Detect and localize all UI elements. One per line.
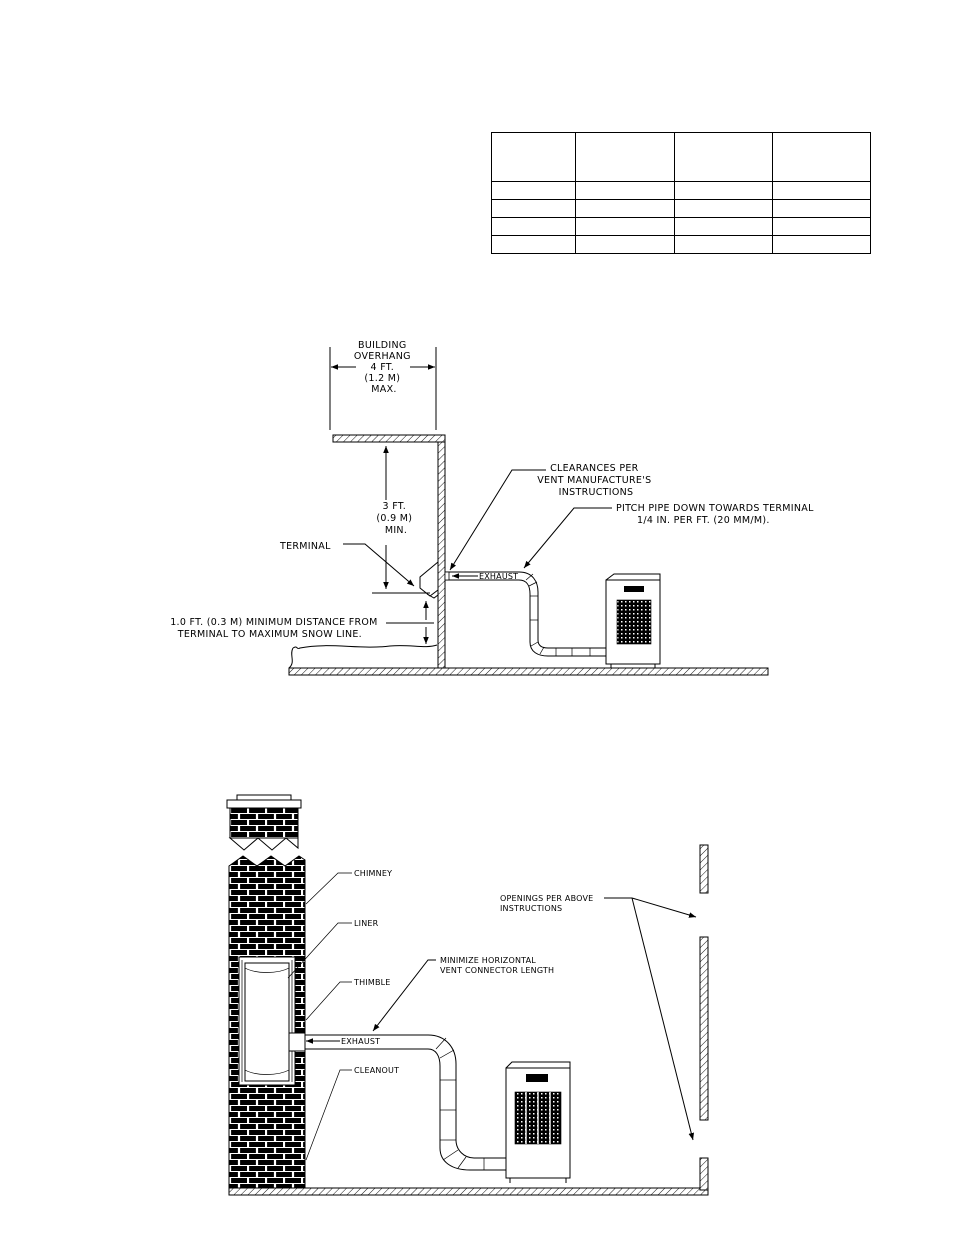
pipe-joint (539, 646, 545, 655)
minimize-leader (372, 959, 436, 1032)
chimney-vent-diagram: EXHAUST CHIMNEY LINER (226, 794, 709, 1196)
snow-label-line: TERMINAL TO MAXIMUM SNOW LINE. (177, 629, 362, 640)
vent-terminal (419, 561, 439, 597)
overhang-label-line: BUILDING (358, 340, 407, 351)
break-line (228, 837, 299, 851)
overhang-label: BUILDING OVERHANG 4 FT. (1.2 M) MAX. (354, 340, 414, 395)
flue-liner (238, 956, 296, 1086)
pipe-joint (439, 1049, 455, 1059)
table-row (490, 217, 872, 236)
heater-top (505, 1061, 571, 1069)
wall-segment-bottom (699, 1157, 709, 1191)
wall-segment-top (699, 844, 709, 894)
wall-segment-middle (699, 936, 709, 1121)
building-overhang (332, 434, 446, 443)
pitch-leader (523, 507, 612, 569)
clearance-label-line: MIN. (385, 525, 407, 536)
clearances-label-line: VENT MANUFACTURE'S (537, 475, 651, 486)
heater-logo (624, 586, 644, 592)
thimble (288, 1032, 306, 1052)
snow-line (292, 644, 438, 649)
table-row (490, 181, 872, 200)
pipe-joint (525, 573, 534, 581)
snow-distance-label: 1.0 FT. (0.3 M) MINIMUM DISTANCE FROM TE… (170, 617, 381, 640)
minimize-label-line: MINIMIZE HORIZONTAL (440, 956, 536, 965)
table-cell (771, 235, 872, 254)
openings-label: OPENINGS PER ABOVE INSTRUCTIONS (500, 894, 596, 913)
pitch-label-line: PITCH PIPE DOWN TOWARDS TERMINAL (616, 503, 814, 514)
pipe-joint (530, 641, 539, 647)
chimney-label: CHIMNEY (354, 869, 392, 878)
pitch-label-line: 1/4 IN. PER FT. (20 MM/M). (637, 515, 770, 526)
heater-unit (505, 1061, 571, 1183)
openings-arrow-lower (631, 897, 695, 1141)
overhang-label-line: OVERHANG (354, 351, 411, 362)
exhaust-label: EXHAUST (479, 572, 518, 581)
overhang-label-line: 4 FT. (371, 362, 395, 373)
heater-top (605, 573, 661, 581)
heater-logo (526, 1074, 548, 1082)
chimney-cap (226, 794, 302, 851)
minimize-label: MINIMIZE HORIZONTAL VENT CONNECTOR LENGT… (440, 956, 554, 975)
heater-unit (605, 573, 661, 668)
exhaust-label: EXHAUST (341, 1037, 380, 1046)
openings-label-line: INSTRUCTIONS (500, 904, 562, 913)
table-cell (490, 132, 577, 182)
cleanout-label: CLEANOUT (354, 1066, 399, 1075)
vent-spec-table (490, 132, 872, 254)
clearances-label-line: CLEARANCES PER (550, 463, 639, 474)
clearances-leader (449, 469, 546, 571)
connector-pipe-bottom (305, 1048, 506, 1171)
pipe-joint (457, 1156, 467, 1169)
thimble-leader (305, 981, 352, 1021)
openings-label-line: OPENINGS PER ABOVE (500, 894, 593, 903)
exhaust-pipe-top (445, 571, 606, 649)
heater-grille (616, 599, 652, 645)
overhang-label-line: (1.2 M) (364, 373, 400, 384)
floor-slab (228, 1187, 709, 1196)
table-row (490, 235, 872, 254)
clearance-label-line: 3 FT. (383, 501, 407, 512)
pipe-joint (442, 1149, 459, 1161)
minimize-label-line: VENT CONNECTOR LENGTH (440, 966, 554, 975)
wall-collar (444, 571, 450, 581)
snow-label-line: 1.0 FT. (0.3 M) MINIMUM DISTANCE FROM (170, 617, 377, 628)
terminal-label: TERMINAL (279, 541, 331, 552)
liner-label: LINER (354, 919, 379, 928)
pitch-label: PITCH PIPE DOWN TOWARDS TERMINAL 1/4 IN.… (616, 503, 817, 526)
pipe-joint (528, 581, 538, 587)
connector-pipe-top (305, 1034, 506, 1159)
building-wall (437, 441, 446, 676)
liner-leader (287, 922, 352, 979)
ground-slab (288, 667, 769, 676)
snow-edge (288, 647, 294, 669)
overhang-label-line: MAX. (371, 384, 396, 395)
clearances-label: CLEARANCES PER VENT MANUFACTURE'S INSTRU… (537, 463, 654, 498)
terminal-leader (343, 543, 415, 587)
sidewall-vent-diagram: BUILDING OVERHANG 4 FT. (1.2 M) MAX. 3 F… (170, 340, 817, 676)
clearance-3ft-label: 3 FT. (0.9 M) MIN. (376, 501, 415, 536)
thimble-label: THIMBLE (353, 978, 391, 987)
pipe-joint (435, 1037, 447, 1050)
table-cell (673, 132, 773, 182)
cleanout-leader (305, 1069, 352, 1161)
exhaust-pipe-bottom (445, 579, 606, 657)
clearance-label-line: (0.9 M) (376, 513, 412, 524)
terminal-hood (426, 593, 439, 599)
clearances-label-line: INSTRUCTIONS (559, 487, 634, 498)
openings-arrow-upper (631, 897, 697, 918)
chimney-leader (305, 872, 352, 905)
table-cell (490, 235, 577, 254)
